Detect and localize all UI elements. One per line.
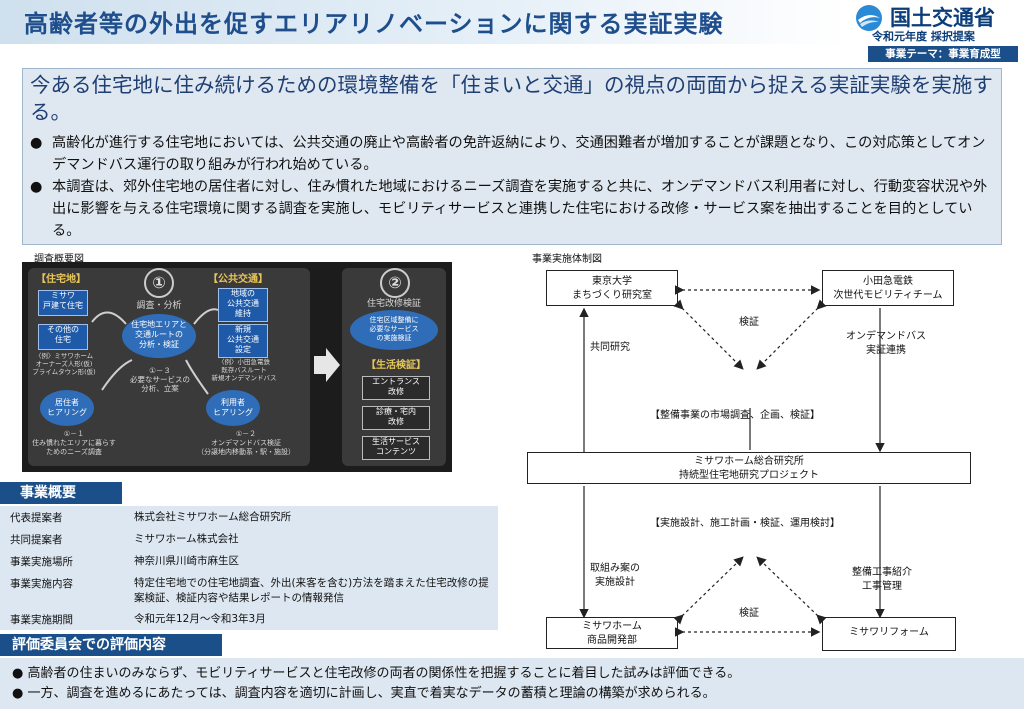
summary-lead: 今ある住宅地に住み続けるための環境整備を「住まいと交通」の視点の両面から捉える実… bbox=[30, 73, 993, 124]
bullet-text: 高齢化が進行する住宅地においては、公共交通の廃止や高齢者の免許返納により、交通困… bbox=[52, 135, 986, 173]
implementation-label: 【実施設計、施工計画・検証、運用検討】 bbox=[650, 518, 840, 529]
overview-value: 特定住宅地での住宅地調査、外出(来客を含む)方法を踏まえた住宅改修の提案検証、検… bbox=[134, 577, 489, 604]
overview-value: 令和元年12月～令和3年3月 bbox=[134, 613, 266, 625]
ondemand-label: オンデマンドバス 実証連携 bbox=[846, 331, 926, 356]
case-design-label: 取組み案の 実施設計 bbox=[590, 563, 640, 588]
housing-note: 〈例〉ミサワホーム オーナーズ人形(仮) プライムタウン形(仮) bbox=[32, 352, 96, 376]
tokyo-univ-node: 東京大学 まちづくり研究室 bbox=[546, 270, 678, 306]
joint-research-label: 共同研究 bbox=[590, 342, 630, 353]
structure-figure-label: 事業実施体制図 bbox=[532, 254, 602, 265]
center-analysis-oval: 住宅地エリアと 交通ルートの 分析・検証 bbox=[122, 314, 196, 358]
bullet-text: 本調査は、郊外住宅地の居住者に対し、住み慣れた地域におけるニーズ調査を実施すると… bbox=[52, 179, 988, 239]
bullet-icon: ● bbox=[30, 179, 43, 195]
overview-key: 共同提案者 bbox=[10, 534, 63, 546]
life-item-entrance: エントランス 改修 bbox=[362, 376, 430, 400]
evaluation-item: ● 一方、調査を進めるにあたっては、調査内容を適切に計画し、実直で着実なデータの… bbox=[12, 686, 716, 701]
overview-table: 代表提案者 株式会社ミサワホーム総合研究所 共同提案者 ミサワホーム株式会社 事… bbox=[0, 506, 498, 630]
life-item-interior: 診療・宅内 改修 bbox=[362, 406, 430, 430]
transit-heading: 【公共交通】 bbox=[208, 274, 268, 285]
kensho-label-2: 検証 bbox=[739, 608, 759, 619]
misawa-dev-node: ミサワホーム 商品開発部 bbox=[546, 617, 678, 649]
overview-value: 株式会社ミサワホーム総合研究所 bbox=[134, 511, 292, 523]
summary-panel bbox=[22, 68, 1002, 245]
structure-arrows bbox=[579, 285, 885, 637]
implementation-oval: 住宅区域整備に 必要なサービス の実施検証 bbox=[350, 310, 438, 350]
step-one-label: 調査・分析 bbox=[136, 301, 182, 311]
odakyu-node: 小田急電鉄 次世代モビリティチーム bbox=[822, 270, 954, 306]
other-house-box: その他の 住宅 bbox=[38, 324, 88, 350]
misawa-institute-node: ミサワホーム総合研究所 持続型住宅地研究プロジェクト bbox=[527, 452, 971, 484]
step-one-circle: ① bbox=[144, 268, 174, 298]
overview-key: 代表提案者 bbox=[10, 512, 63, 524]
survey-figure-label: 調査概要図 bbox=[34, 254, 84, 265]
overview-key: 事業実施内容 bbox=[10, 578, 73, 590]
route-maintain-box: 地域の 公共交通 維持 bbox=[218, 288, 268, 322]
resident-hearing-oval: 居住者 ヒアリング bbox=[40, 390, 94, 426]
user-hearing-oval: 利用者 ヒアリング bbox=[206, 390, 260, 426]
step-two-label: 住宅改修検証 bbox=[366, 299, 421, 309]
route-new-box: 新規 公共交通 設定 bbox=[218, 324, 268, 358]
bullet-icon: ● bbox=[30, 135, 43, 151]
theme-badge: 事業テーマ：事業育成型 bbox=[868, 46, 1018, 62]
overview-heading: 事業概要 bbox=[0, 482, 122, 504]
evaluation-item: ● 高齢者の住まいのみならず、モビリティサービスと住宅改修の両者の関係性を把握す… bbox=[12, 666, 741, 681]
evaluation-panel: ● 高齢者の住まいのみならず、モビリティサービスと住宅改修の両者の関係性を把握す… bbox=[0, 658, 1024, 709]
mlit-swirl-icon bbox=[856, 5, 882, 31]
evaluation-heading: 評価委員会での評価内容 bbox=[0, 634, 222, 656]
resident-note: ①－１ 住み慣れたエリアに暮らす ためのニーズ調査 bbox=[32, 430, 116, 456]
page-title: 高齢者等の外出を促すエリアリノベーションに関する実証実験 bbox=[24, 10, 724, 38]
ministry-logo-text: 国土交通省 bbox=[890, 6, 995, 30]
construction-label: 整備工事紹介 工事管理 bbox=[852, 567, 912, 592]
kensho-label: 検証 bbox=[739, 317, 759, 328]
housing-heading: 【住宅地】 bbox=[36, 274, 86, 285]
market-research-label: 【整備事業の市場調査、企画、検証】 bbox=[650, 410, 820, 421]
step-two-circle: ② bbox=[380, 268, 410, 298]
center-note: ①－３ 必要なサービスの 分析、立案 bbox=[130, 366, 190, 393]
overview-key: 事業実施場所 bbox=[10, 556, 73, 568]
transit-note: 〈例〉小田急電鉄 既存バスルート 新規オンデマンドバス bbox=[211, 358, 277, 382]
misawa-reform-node: ミサワリフォーム bbox=[822, 617, 956, 651]
overview-value: ミサワホーム株式会社 bbox=[134, 533, 239, 545]
fiscal-year-label: 令和元年度 採択提案 bbox=[872, 30, 975, 43]
misawa-house-box: ミサワ 戸建て住宅 bbox=[38, 290, 88, 316]
survey-overview-figure: 【住宅地】 【公共交通】 ① 調査・分析 ミサワ 戸建て住宅 その他の 住宅 〈… bbox=[22, 262, 452, 472]
verification-panel bbox=[342, 268, 446, 466]
life-item-services: 生活サービス コンテンツ bbox=[362, 436, 430, 460]
right-arrow-icon bbox=[314, 348, 340, 382]
user-note: ①－２ オンデマンドバス検証 （分譲地内移動系・駅・施設） bbox=[197, 430, 295, 456]
overview-value: 神奈川県川崎市麻生区 bbox=[134, 555, 239, 567]
life-heading: 【生活検証】 bbox=[366, 360, 426, 371]
cycle-arrows bbox=[91, 308, 219, 395]
overview-key: 事業実施期間 bbox=[10, 614, 73, 626]
header-band bbox=[0, 0, 850, 44]
